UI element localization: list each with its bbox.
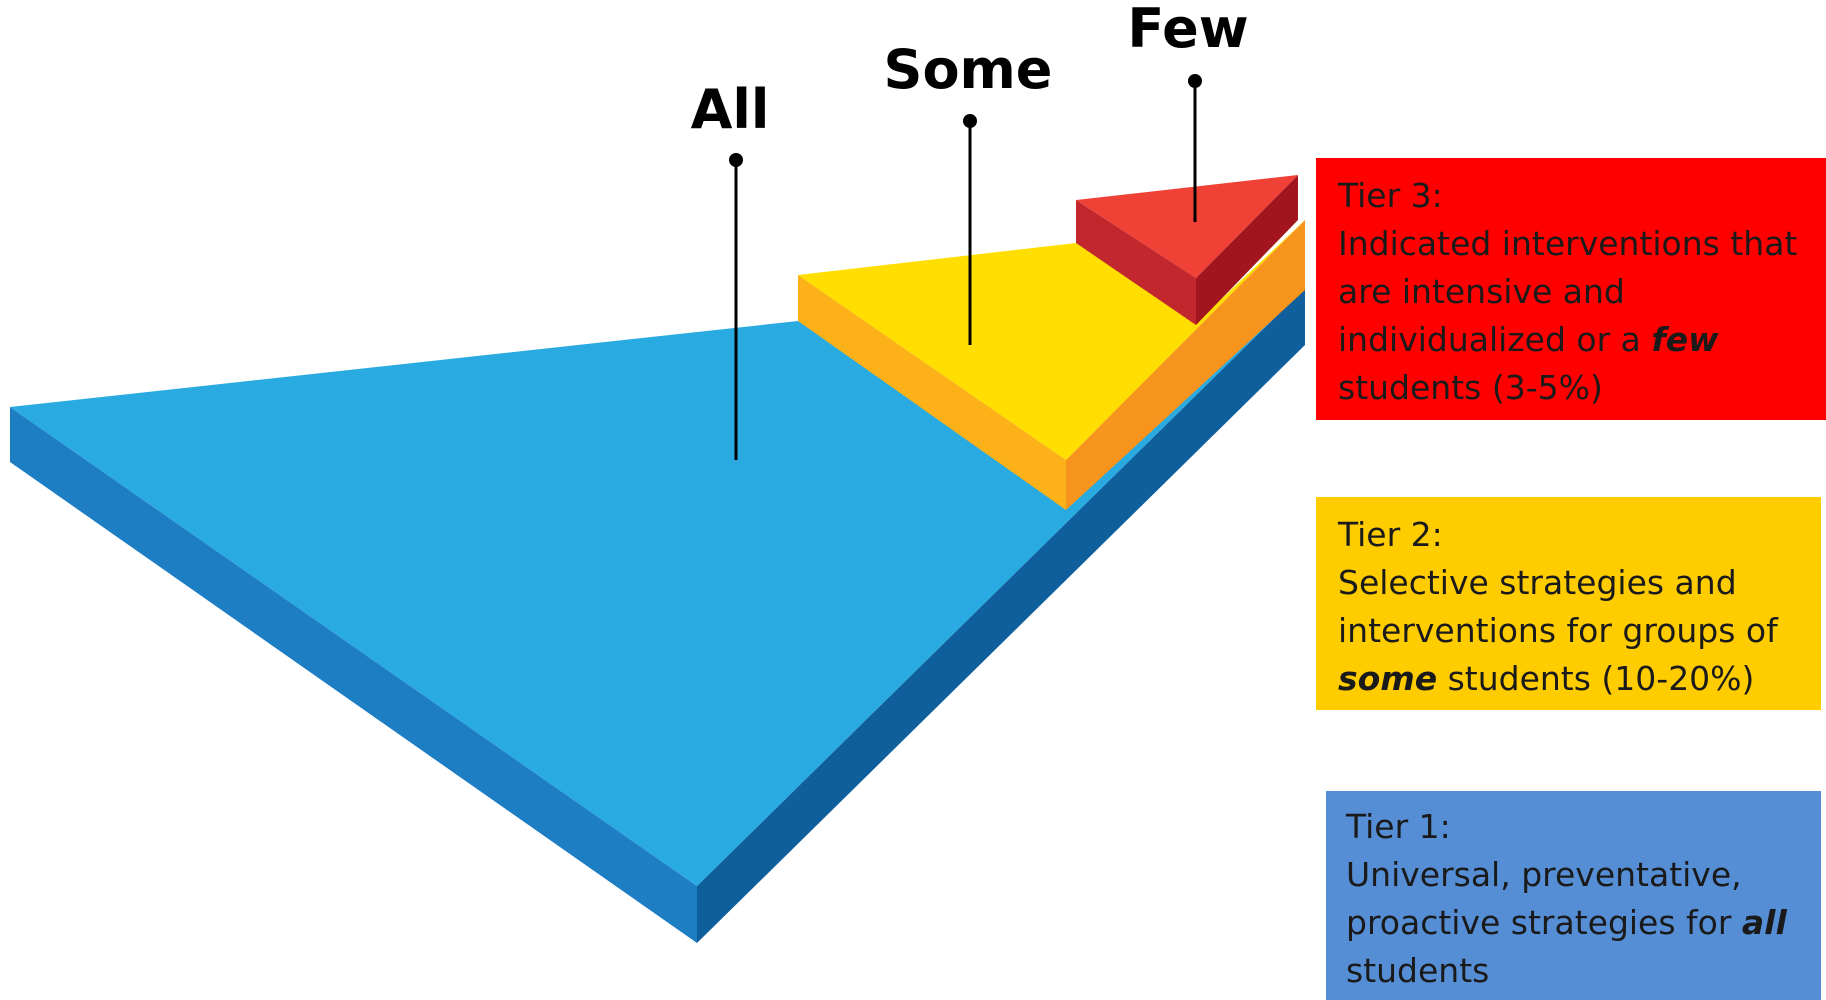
tier1-description-box: Tier 1: Universal, preventative, proacti… — [1326, 791, 1821, 1000]
tier3-slab-top — [1076, 175, 1298, 278]
tier3-description-box: Tier 3: Indicated interventions that are… — [1316, 158, 1826, 420]
all-label: All — [691, 78, 770, 141]
tier2-slab-left-side — [798, 275, 1066, 510]
tier1-line-3: students — [1346, 951, 1490, 990]
tier1-slab-right-side — [697, 288, 1305, 943]
tier3-line-4: students (3-5%) — [1338, 368, 1603, 407]
tier3-slab-left-side — [1076, 200, 1196, 325]
tier2-line-1: Selective strategies and — [1338, 563, 1737, 602]
tier2-heading: Tier 2: — [1338, 515, 1443, 554]
tier2-slab-top — [798, 220, 1305, 460]
few-leader — [1188, 74, 1202, 222]
tier1-line-2-text: proactive strategies for — [1346, 903, 1742, 942]
tier2-slab-right-side — [1066, 220, 1305, 510]
tier2-emphasis-some: some — [1338, 659, 1438, 698]
tier3-line-2: are intensive and — [1338, 272, 1625, 311]
all-leader — [729, 153, 743, 460]
tier2-description-box: Tier 2: Selective strategies and interve… — [1316, 497, 1821, 710]
tier1-emphasis-all: all — [1741, 903, 1787, 942]
tier3-line-3: individualized or a few — [1338, 316, 1804, 364]
tier1-heading: Tier 1: — [1346, 807, 1451, 846]
tier1-slab-top — [10, 288, 1305, 886]
tier3-line-3-text: individualized or a — [1338, 320, 1652, 359]
tier1-line-1: Universal, preventative, — [1346, 855, 1742, 894]
tier3-emphasis-few: few — [1651, 320, 1719, 359]
tier3-heading: Tier 3: — [1338, 176, 1443, 215]
tier2-line-2: interventions for groups of — [1338, 611, 1778, 650]
some-leader — [963, 114, 977, 345]
tier3-slab-right-side — [1196, 175, 1298, 325]
tier3-line-1: Indicated interventions that — [1338, 224, 1798, 263]
tier2-line-3: some students (10-20%) — [1338, 655, 1799, 703]
few-label: Few — [1127, 0, 1248, 60]
tier1-slab-left-side — [10, 407, 697, 943]
some-label: Some — [884, 38, 1053, 101]
tier1-line-2: proactive strategies for all — [1346, 899, 1801, 947]
tier2-line-3-text: students (10-20%) — [1437, 659, 1755, 698]
